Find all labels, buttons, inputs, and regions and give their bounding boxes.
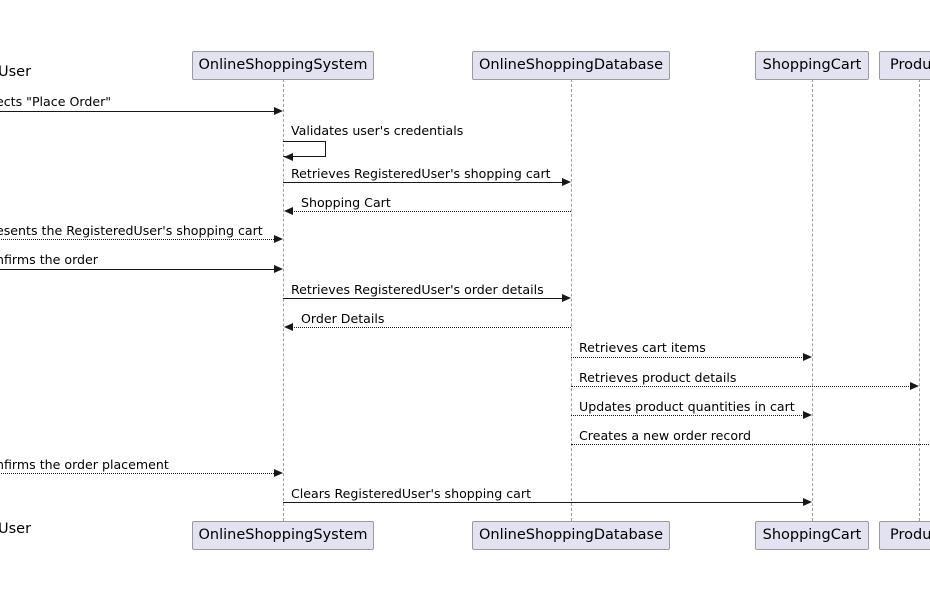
- message-arrowhead-6: [274, 264, 283, 273]
- message-label-14: Clears RegisteredUser's shopping cart: [291, 486, 532, 501]
- participant-onlineshoppingdatabase-bottom[interactable]: OnlineShoppingDatabase: [472, 521, 670, 550]
- message-arrowhead-2: [284, 152, 293, 161]
- message-line-9: [571, 357, 808, 358]
- message-label-1: ects "Place Order": [0, 94, 112, 109]
- participant-registereduser-top[interactable]: User: [0, 64, 32, 80]
- message-line-1: [0, 111, 278, 112]
- message-line-14: [283, 502, 808, 503]
- message-line-6: [0, 269, 278, 270]
- participant-shoppingcart-top[interactable]: ShoppingCart: [755, 51, 869, 80]
- message-label-2: Validates user's credentials: [291, 123, 464, 138]
- message-line-3: [283, 182, 567, 183]
- message-self-loop-2: [283, 141, 326, 157]
- message-line-5: [0, 239, 278, 240]
- message-arrowhead-14: [803, 497, 812, 506]
- lifeline-onlineshoppingsystem: [283, 79, 284, 521]
- participant-onlineshoppingsystem-bottom[interactable]: OnlineShoppingSystem: [192, 521, 374, 550]
- message-label-4: Shopping Cart: [301, 195, 391, 210]
- message-line-10: [571, 386, 915, 387]
- message-line-11: [571, 415, 808, 416]
- message-line-12: [571, 444, 930, 445]
- lifeline-onlineshoppingdatabase: [571, 79, 572, 521]
- message-arrowhead-11: [803, 410, 812, 419]
- message-label-5: esents the RegisteredUser's shopping car…: [0, 223, 263, 238]
- participant-onlineshoppingsystem-top[interactable]: OnlineShoppingSystem: [192, 51, 374, 80]
- message-arrowhead-8: [284, 322, 293, 331]
- message-label-10: Retrieves product details: [579, 370, 737, 385]
- message-line-4: [289, 211, 571, 212]
- participant-product-bottom[interactable]: Produc: [879, 521, 930, 550]
- message-label-12: Creates a new order record: [579, 428, 751, 443]
- message-line-7: [283, 298, 567, 299]
- message-label-11: Updates product quantities in cart: [579, 399, 795, 414]
- message-label-3: Retrieves RegisteredUser's shopping cart: [291, 166, 551, 181]
- message-arrowhead-13: [274, 468, 283, 477]
- participant-shoppingcart-bottom[interactable]: ShoppingCart: [755, 521, 869, 550]
- message-arrowhead-10: [910, 381, 919, 390]
- message-arrowhead-1: [274, 106, 283, 115]
- message-arrowhead-9: [803, 352, 812, 361]
- message-label-9: Retrieves cart items: [579, 340, 706, 355]
- lifeline-shoppingcart: [812, 79, 813, 521]
- message-arrowhead-5: [274, 234, 283, 243]
- participant-product-top[interactable]: Produc: [879, 51, 930, 80]
- message-arrowhead-7: [562, 293, 571, 302]
- message-line-13: [0, 473, 278, 474]
- lifeline-product: [919, 79, 920, 521]
- participant-onlineshoppingdatabase-top[interactable]: OnlineShoppingDatabase: [472, 51, 670, 80]
- message-label-6: nfirms the order: [0, 252, 98, 267]
- message-arrowhead-3: [562, 177, 571, 186]
- message-label-7: Retrieves RegisteredUser's order details: [291, 282, 544, 297]
- message-line-8: [289, 327, 571, 328]
- message-label-8: Order Details: [301, 311, 385, 326]
- message-label-13: nfirms the order placement: [0, 457, 169, 472]
- message-arrowhead-4: [284, 206, 293, 215]
- participant-registereduser-bottom[interactable]: User: [0, 521, 32, 537]
